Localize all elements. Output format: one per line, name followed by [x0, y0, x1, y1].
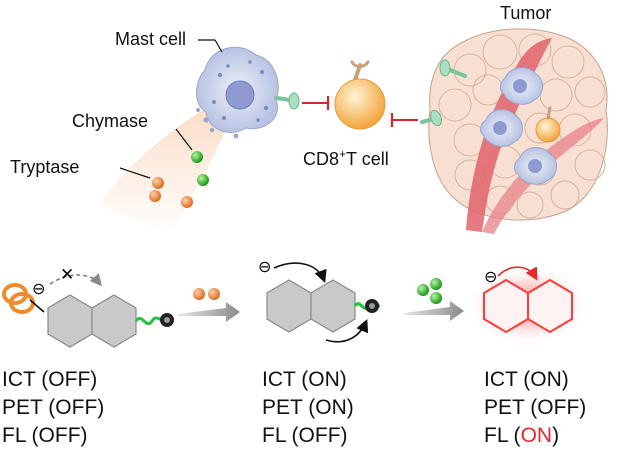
cd8-suffix: T cell: [346, 149, 389, 169]
reaction-arrow-1: [178, 288, 240, 322]
tryptase-label: Tryptase: [10, 157, 80, 177]
inhibition-mast-to-tcell: [302, 96, 330, 110]
mast-cell: [196, 46, 300, 139]
state-caged: ICT (OFF) PET (OFF) FL (OFF): [2, 366, 104, 450]
tumor-label: Tumor: [500, 3, 552, 23]
electron-symbol-2: ⊖: [258, 257, 271, 276]
inhibition-tumor-to-tcell: [390, 113, 418, 127]
electron-symbol-1: ⊖: [32, 279, 45, 298]
probe-caged: [2, 273, 174, 348]
electron-symbol-3: ⊖: [484, 267, 497, 286]
fl-prefix: FL (: [484, 424, 521, 447]
state-caged-ict: ICT (OFF): [2, 368, 98, 391]
state-uncaged-pet: PET (ON): [262, 396, 354, 419]
cd8-t-cell: [334, 60, 386, 130]
state-fluorescent: ICT (ON) PET (OFF) FL (ON): [484, 366, 586, 450]
fl-on-text: ON: [520, 424, 553, 447]
state-uncaged-fl: FL (OFF): [262, 424, 348, 447]
fl-suffix: ): [552, 424, 560, 447]
state-caged-fl: FL (OFF): [2, 424, 88, 447]
release-cone: [100, 100, 232, 235]
state-uncaged-ict: ICT (ON): [262, 368, 347, 391]
blocked-symbol: ✕: [60, 265, 74, 285]
state-fluorescent-ict: ICT (ON): [484, 368, 569, 391]
mast-cell-label: Mast cell: [115, 29, 187, 49]
state-fluorescent-fl: FL (ON): [484, 422, 586, 450]
state-uncaged: ICT (ON) PET (ON) FL (OFF): [262, 366, 354, 450]
tryptase-dots: [119, 167, 193, 208]
cd8-prefix: CD8: [303, 149, 340, 169]
state-caged-pet: PET (OFF): [2, 396, 105, 419]
chymase-label: Chymase: [72, 111, 149, 131]
chymase-dots: [175, 128, 209, 186]
tumor: [420, 28, 608, 234]
probe-uncaged: [266, 262, 381, 343]
reaction-arrow-2: [404, 278, 464, 321]
cd8-superscript: +: [339, 147, 347, 161]
probe-fluorescent: [466, 265, 590, 345]
state-fluorescent-pet: PET (OFF): [484, 396, 587, 419]
cd8-t-cell-label: CD8+T cell: [303, 148, 389, 168]
